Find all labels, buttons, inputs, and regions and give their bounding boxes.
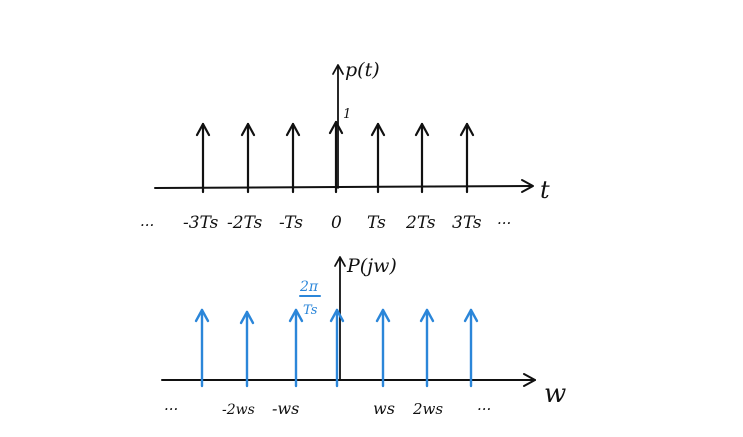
top-impulse-6 [414, 122, 430, 194]
top-left-ellipsis: ... [140, 212, 154, 230]
top-tick-label-minus-3ts: -3Ts [183, 213, 219, 233]
bottom-axis-label: w [544, 379, 566, 409]
bottom-impulse-3 [288, 308, 304, 388]
bottom-tick-label-minus-2ws: -2ws [222, 402, 255, 418]
top-time-axis-arrowhead [521, 179, 534, 193]
top-tick-label-3ts: 3Ts [452, 213, 482, 233]
top-right-ellipsis: ... [497, 210, 511, 228]
top-impulse-3 [285, 122, 301, 194]
bottom-tick-label-ws: ws [373, 399, 395, 418]
bottom-left-ellipsis: ... [164, 396, 178, 414]
bottom-impulse-2 [239, 310, 255, 388]
top-tick-label-ts: Ts [367, 213, 386, 233]
top-plot: p(t) 1 t ... -3Ts -2Ts -Ts 0 Ts 2Ts 3Ts … [140, 59, 550, 233]
bottom-impulse-5 [375, 308, 391, 388]
top-impulse-1 [195, 122, 211, 194]
bottom-vertical-axis-arrowhead [334, 256, 346, 267]
top-impulse-7 [459, 122, 475, 194]
top-impulse-height-label: 1 [343, 107, 351, 122]
top-tick-label-zero: 0 [331, 213, 342, 233]
bottom-function-label: P(jw) [346, 255, 397, 277]
top-tick-label-minus-2ts: -2Ts [227, 213, 263, 233]
top-function-label: p(t) [345, 59, 380, 81]
top-impulse-4 [328, 120, 344, 194]
bottom-impulse-7 [463, 308, 479, 388]
impulse-weight-numerator: 2π [299, 279, 319, 295]
bottom-tick-label-minus-ws: -ws [272, 399, 299, 418]
impulse-weight-denominator: Ts [303, 303, 318, 318]
top-axis-label: t [540, 176, 550, 204]
top-impulse-5 [370, 122, 386, 194]
bottom-impulse-6 [419, 308, 435, 388]
bottom-tick-label-2ws: 2ws [412, 400, 443, 418]
bottom-right-ellipsis: ... [477, 396, 491, 414]
top-time-axis [154, 185, 533, 189]
top-tick-label-2ts: 2Ts [405, 213, 436, 233]
bottom-plot: 2π Ts P(jw) w ... -2ws -ws ws 2ws ... [161, 255, 566, 418]
bottom-impulse-4 [329, 308, 345, 388]
bottom-frequency-axis-arrowhead [523, 373, 536, 387]
bottom-impulse-weight: 2π Ts [299, 279, 321, 318]
bottom-impulse-1 [194, 308, 210, 388]
top-tick-label-minus-ts: -Ts [279, 213, 303, 233]
top-vertical-axis-arrowhead [332, 64, 344, 75]
top-impulse-2 [240, 122, 256, 194]
